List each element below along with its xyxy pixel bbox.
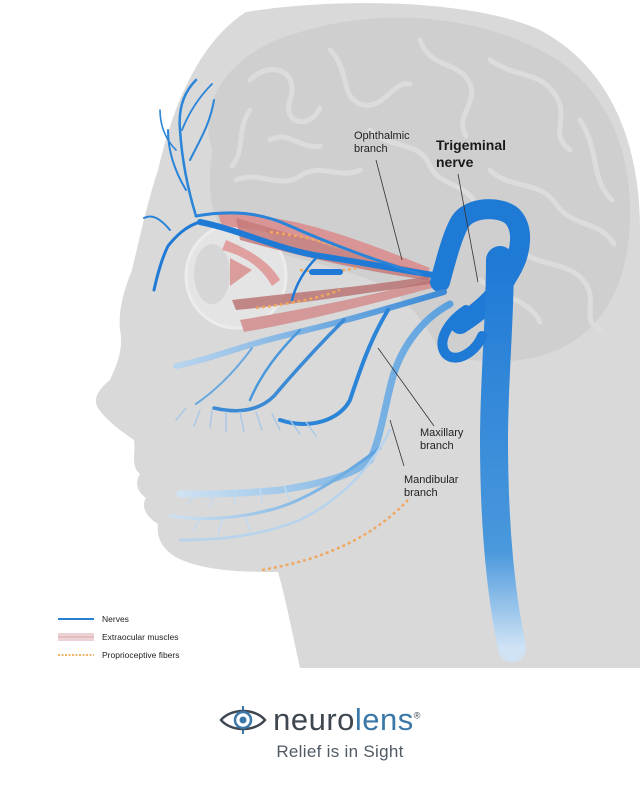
brand-name: neurolens® bbox=[273, 702, 421, 738]
label-maxillary-line1: Maxillary bbox=[420, 427, 464, 439]
cornea bbox=[194, 244, 230, 304]
label-trigeminal-line2: nerve bbox=[436, 154, 474, 170]
leader-lines bbox=[375, 159, 479, 467]
label-ophthalmic-line2: branch bbox=[354, 143, 388, 155]
legend: Nerves Extraocular muscles Proprioceptiv… bbox=[58, 610, 179, 664]
nerves bbox=[143, 78, 531, 662]
label-maxillary-line2: branch bbox=[420, 440, 454, 452]
label-ophthalmic: Ophthalmic branch bbox=[354, 130, 410, 156]
eye-logo-icon bbox=[219, 706, 267, 734]
brainstem-trunk bbox=[479, 246, 526, 662]
brand-name-part2: lens bbox=[354, 702, 414, 737]
legend-label-fibers: Proprioceptive fibers bbox=[102, 650, 180, 660]
label-trigeminal: Trigeminal nerve bbox=[436, 137, 506, 171]
brain-folds bbox=[229, 37, 617, 333]
label-trigeminal-line1: Trigeminal bbox=[436, 137, 507, 153]
legend-label-nerves: Nerves bbox=[102, 614, 129, 624]
legend-label-muscles: Extraocular muscles bbox=[102, 632, 179, 642]
mandibular-branch bbox=[176, 300, 454, 498]
label-mandibular-line1: Mandibular bbox=[404, 474, 459, 486]
legend-item-muscles: Extraocular muscles bbox=[58, 628, 179, 646]
brand-name-part1: neuro bbox=[273, 702, 355, 737]
muscle-swatch-icon bbox=[58, 633, 94, 641]
brand-logo: neurolens® Relief is in Sight bbox=[0, 702, 640, 762]
fiber-dotted-icon bbox=[58, 654, 94, 656]
maxillary-branch bbox=[173, 289, 447, 369]
legend-item-nerves: Nerves bbox=[58, 610, 179, 628]
label-ophthalmic-line1: Ophthalmic bbox=[354, 130, 410, 142]
label-mandibular-line2: branch bbox=[404, 487, 438, 499]
brand-registered-mark: ® bbox=[413, 710, 421, 721]
nerve-line-icon bbox=[58, 618, 94, 620]
brain-shape bbox=[208, 17, 631, 362]
label-maxillary: Maxillary branch bbox=[420, 427, 463, 453]
legend-item-fibers: Proprioceptive fibers bbox=[58, 646, 179, 664]
label-mandibular: Mandibular branch bbox=[404, 474, 458, 500]
brand-tagline: Relief is in Sight bbox=[276, 742, 404, 761]
